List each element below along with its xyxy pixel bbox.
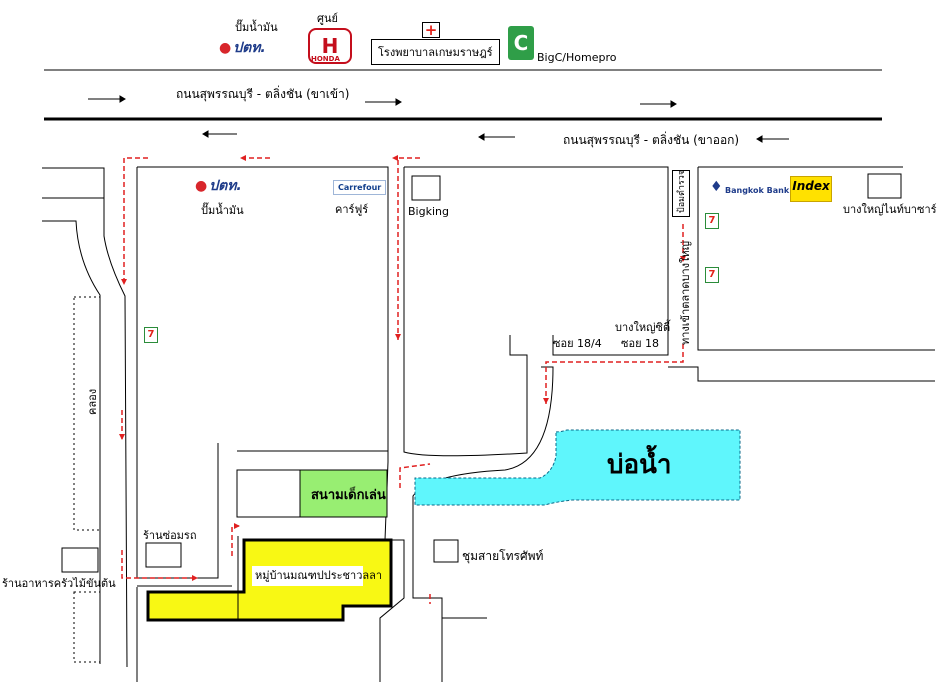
- honda-caption: ศูนย์: [317, 12, 338, 25]
- outbound-arrows: [202, 130, 789, 143]
- seven-eleven-icon: 7: [144, 327, 158, 343]
- police-box: [672, 170, 690, 217]
- ptt-top-caption: ปั๊มน้ำมัน: [235, 21, 278, 34]
- ptt-caption: ปั๊มน้ำมัน: [201, 204, 244, 217]
- carrefour-label: คาร์ฟูร์: [335, 203, 369, 216]
- village-left-edge: [232, 536, 239, 621]
- restaurant-box: [61, 547, 99, 573]
- restaurant-label: ร้านอาหารครัวไม้ขันต้น: [2, 577, 116, 590]
- right-lower-edge: [668, 366, 935, 382]
- phone-exchange-label: ชุมสายโทรศัพท์: [462, 549, 544, 563]
- bangyai-city-label: บางใหญ่ซิตี้: [615, 321, 671, 334]
- central-block: [137, 166, 389, 452]
- ptt-top-logo-text: ปตท.: [233, 40, 266, 56]
- phone-exchange-box: [433, 539, 459, 563]
- car-repair-box: [145, 542, 182, 568]
- block-bigking: [403, 167, 528, 457]
- left-building: [42, 167, 105, 199]
- village-label-bg: [252, 566, 363, 586]
- soi-18-label: ซอย 18: [621, 337, 660, 350]
- canal: [73, 296, 101, 531]
- seven-eleven-icon: 7: [705, 267, 719, 283]
- seven-eleven-icon: 7: [705, 213, 719, 229]
- bazaar-label: บางใหญ่ไนท์บาซาร์: [843, 203, 937, 216]
- bangkok-bank-label: Bangkok Bank: [725, 186, 790, 195]
- hospital-cross-icon: +: [422, 22, 440, 38]
- pond-label: บ่อน้ำ: [607, 450, 672, 480]
- lower-road-edge: [412, 366, 554, 682]
- canal-label: คลอง: [86, 388, 99, 415]
- honda-logo-icon: H: [308, 28, 352, 64]
- bigc-label: BigC/Homepro: [537, 51, 617, 64]
- bigking-box: [411, 175, 441, 201]
- right-block: [697, 167, 935, 351]
- hospital-label: โรงพยาบาลเกษมราษฎร์: [371, 39, 500, 65]
- bigking-label: Bigking: [408, 205, 449, 218]
- left-road-edge: [42, 220, 101, 664]
- pond-shape: [414, 429, 741, 506]
- fuel-drop-icon: ●: [219, 40, 232, 56]
- soi-18-4-label: ซอย 18/4: [553, 337, 602, 350]
- carrefour-logo: Carrefour: [333, 180, 387, 195]
- bazaar-box: [867, 173, 902, 199]
- block-bangyai-city: [404, 166, 669, 356]
- inbound-arrows: [88, 95, 677, 108]
- ptt-logo: ●ปตท.: [195, 179, 242, 193]
- ptt-top-logo: ●ปตท.: [219, 41, 266, 55]
- route-path: [121, 157, 684, 604]
- left-block: [136, 167, 219, 579]
- canal-lower: [73, 591, 101, 663]
- road-outbound-label: ถนนสุพรรณบุรี - ตลิ่งชัน (ขาออก): [563, 133, 740, 147]
- ptt-logo-text: ปตท.: [209, 178, 242, 194]
- index-logo: Index: [790, 176, 832, 202]
- car-repair-label: ร้านซ่อมรถ: [143, 529, 197, 542]
- police-label: ป้อมตำรวจ: [677, 169, 687, 213]
- road-inbound-label: ถนนสุพรรณบุรี - ตลิ่งชัน (ขาเข้า): [176, 87, 350, 101]
- central-lower-edge: [379, 451, 405, 682]
- bigc-logo-icon: C: [508, 26, 534, 60]
- village-label: หมู่บ้านมณฑปประชาวลลา: [255, 569, 383, 582]
- market-road-label: ทางเข้าตลาดบางใหญ่: [679, 241, 692, 345]
- fuel-drop-icon: ●: [195, 178, 208, 194]
- left-road-edge-2: [103, 168, 128, 668]
- playground-area: [299, 469, 388, 518]
- honda-logo-text: HONDA: [311, 55, 340, 63]
- playground-label: สนามเด็กเล่น: [311, 488, 386, 503]
- bangkok-bank-icon: ♦: [710, 179, 723, 195]
- route-arrowheads: [119, 155, 686, 581]
